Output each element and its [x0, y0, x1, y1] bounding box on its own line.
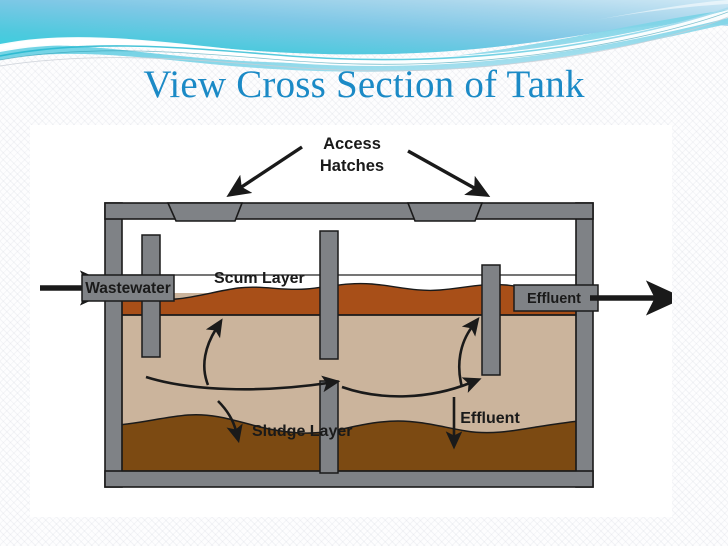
effluent-flow-label: Effluent: [460, 410, 520, 427]
hatch-arrow-left: [226, 145, 303, 198]
tank-inner-outline: [121, 274, 577, 472]
chamber2-transfer-arrow: [341, 377, 482, 398]
septic-tank-diagram: Wastewater Effluent Access Hatches Scum …: [30, 125, 672, 517]
access-hatch-left: [166, 202, 244, 222]
flow-arrows-chamber-1: [145, 318, 341, 444]
access-hatches-label-line2: Hatches: [320, 157, 384, 175]
chamber1-settle-arrow: [217, 400, 243, 444]
tank-wall-right: [575, 202, 594, 488]
chamber1-cross-arrow: [145, 375, 341, 393]
scum-layer: [122, 282, 576, 316]
hatch-arrow-right: [407, 149, 491, 197]
sludge-layer-label: Sludge Layer: [252, 423, 352, 440]
chamber1-rise-arrow: [203, 318, 223, 386]
wastewater-label-box: [81, 274, 175, 302]
effluent-outlet-label: Effluent: [527, 291, 581, 307]
outlet-baffle: [481, 264, 501, 376]
wastewater-label: Wastewater: [85, 280, 171, 297]
tank-wall-bottom: [104, 470, 594, 488]
chamber2-rise-arrow: [457, 317, 480, 388]
tank-wall-left: [104, 202, 123, 488]
access-hatch-right: [406, 202, 484, 222]
page-title: View Cross Section of Tank: [143, 63, 585, 106]
access-hatches-label-line1: Access: [323, 135, 381, 153]
scum-layer-label: Scum Layer: [214, 270, 305, 287]
flow-arrows-chamber-2: [341, 317, 482, 450]
septic-tank-cross-section-svg: Wastewater Effluent Access Hatches Scum …: [30, 125, 672, 517]
center-divider-upper: [319, 230, 339, 360]
tank-contents: [122, 282, 576, 471]
